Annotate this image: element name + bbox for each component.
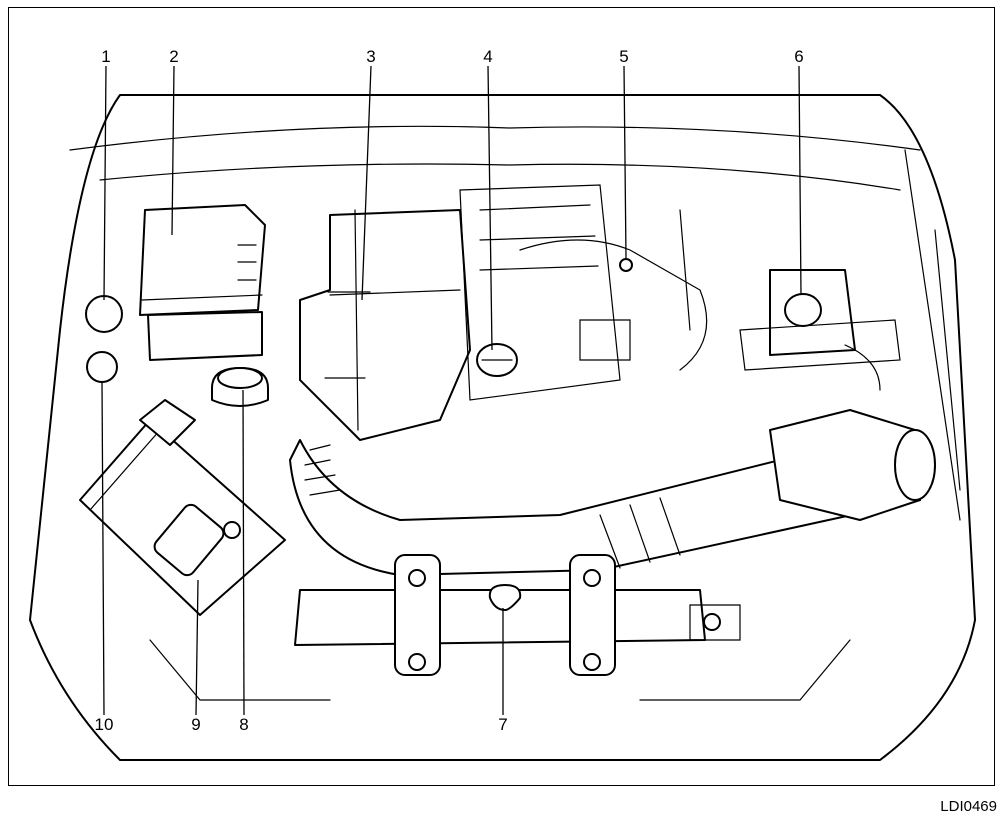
callout-8: 8 bbox=[239, 715, 249, 734]
callout-4: 4 bbox=[483, 47, 493, 66]
callout-10: 10 bbox=[94, 715, 114, 734]
figure-frame bbox=[8, 7, 995, 786]
callout-3: 3 bbox=[366, 47, 376, 66]
callout-5: 5 bbox=[619, 47, 629, 66]
callout-6: 6 bbox=[794, 47, 804, 66]
callout-1: 1 bbox=[101, 47, 111, 66]
figure-code: LDI0469 bbox=[940, 798, 997, 815]
callout-2: 2 bbox=[169, 47, 179, 66]
callout-9: 9 bbox=[191, 715, 201, 734]
callout-7: 7 bbox=[498, 715, 508, 734]
